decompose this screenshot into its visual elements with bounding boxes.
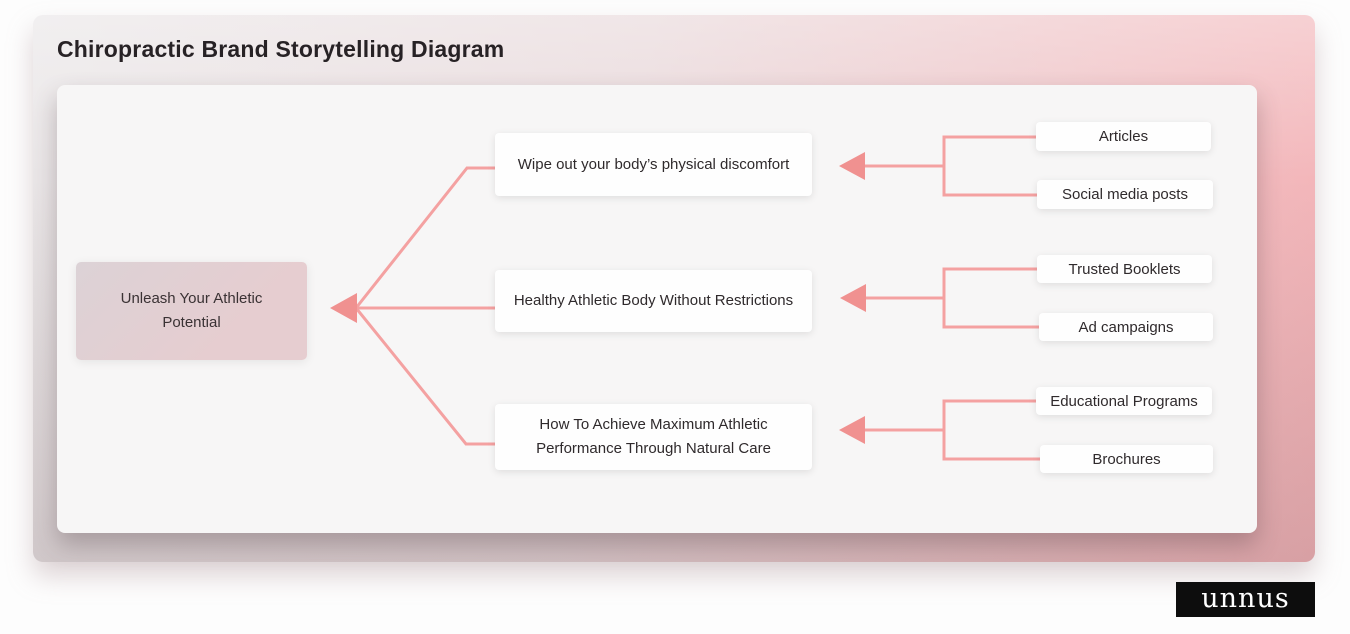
channel-node-social-media-posts: Social media posts [1037,180,1213,209]
channel-node-brochures-label: Brochures [1092,450,1161,468]
channel-node-educational-programs: Educational Programs [1036,387,1212,415]
root-node-label: Unleash Your Athletic Potential [120,290,263,331]
message-node-1: Wipe out your body’s physical discomfort [495,133,812,196]
channel-node-articles: Articles [1036,122,1211,151]
message-node-3-label: How To Achieve Maximum Athletic Performa… [536,416,771,457]
channel-node-ad-campaigns: Ad campaigns [1039,313,1213,341]
page-title: Chiropractic Brand Storytelling Diagram [57,36,505,62]
message-node-1-label: Wipe out your body’s physical discomfort [517,155,790,173]
message-node-3: How To Achieve Maximum Athletic Performa… [495,404,812,470]
brand-logo-text: unnus [1201,583,1290,614]
channel-node-brochures: Brochures [1040,445,1213,473]
channel-node-trusted-booklets-label: Trusted Booklets [1068,260,1181,278]
root-node: Unleash Your Athletic Potential [76,262,307,360]
channel-node-social-media-posts-label: Social media posts [1062,186,1188,203]
brand-logo: unnus [1176,582,1315,617]
channel-node-trusted-booklets: Trusted Booklets [1037,255,1212,283]
channel-node-educational-programs-label: Educational Programs [1050,392,1198,410]
channel-node-articles-label: Articles [1098,128,1149,145]
message-node-2: Healthy Athletic Body Without Restrictio… [495,270,812,332]
channel-node-ad-campaigns-label: Ad campaigns [1078,318,1174,336]
message-node-2-label: Healthy Athletic Body Without Restrictio… [513,292,794,309]
